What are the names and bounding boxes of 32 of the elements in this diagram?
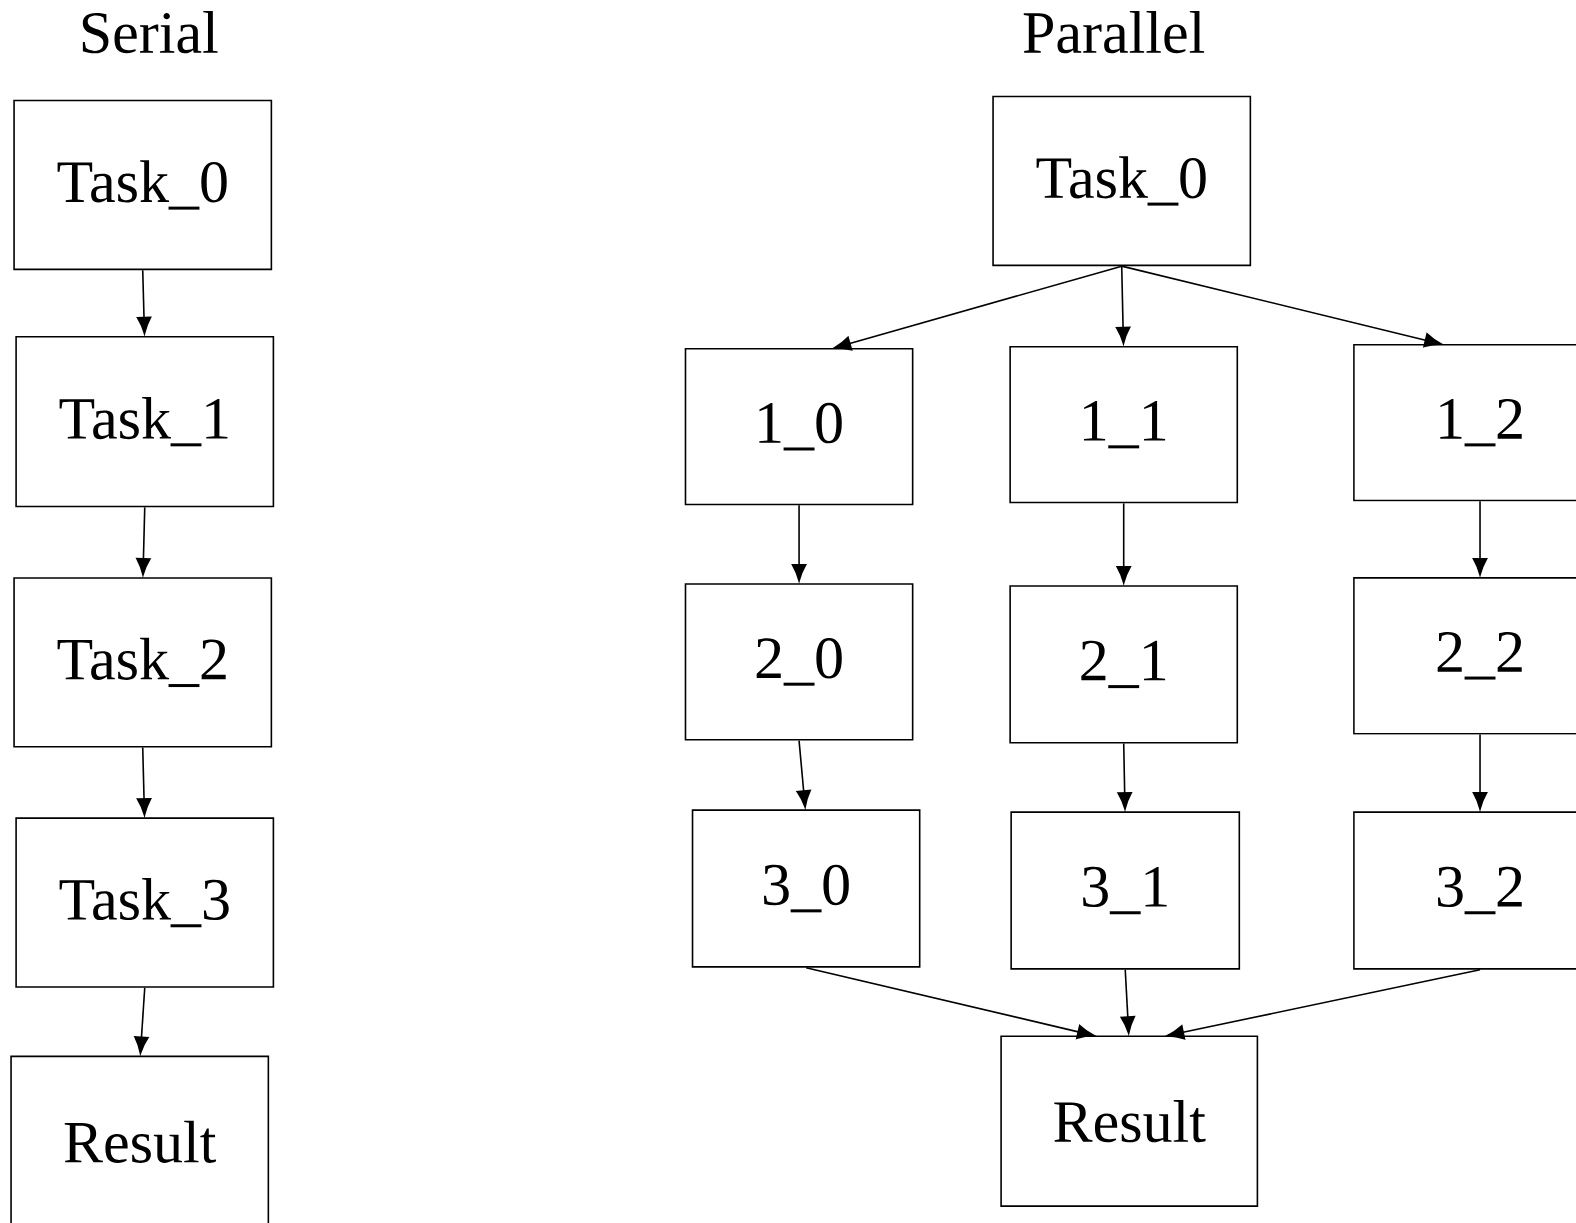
task-box: 3_0 (691, 809, 921, 968)
task-box: 1_2 (1353, 343, 1576, 502)
arrow (805, 966, 1095, 1040)
task-box: Task_0 (992, 95, 1252, 267)
task-box: 1_1 (1009, 345, 1239, 504)
arrow (136, 269, 152, 335)
task-box: Task_2 (13, 577, 273, 748)
task-box: 2_1 (1009, 585, 1239, 744)
task-box: 3_2 (1353, 811, 1576, 970)
arrow (134, 987, 149, 1055)
arrow (1472, 500, 1488, 576)
arrow (1120, 968, 1136, 1034)
arrow (796, 739, 811, 808)
arrow (1116, 502, 1132, 584)
task-box: 2_0 (684, 583, 914, 741)
arrow (833, 265, 1123, 351)
arrow (791, 504, 807, 582)
arrow (1166, 968, 1481, 1040)
task-box: 2_2 (1353, 577, 1576, 735)
arrow (1115, 265, 1131, 345)
task-box: 3_1 (1010, 811, 1241, 970)
arrow (1117, 742, 1133, 810)
task-box: 1_0 (684, 347, 914, 506)
arrow (136, 506, 151, 576)
arrow (1120, 265, 1442, 348)
task-box: Result (1000, 1035, 1259, 1207)
task-box: Result (10, 1055, 270, 1223)
task-box: Task_0 (13, 99, 273, 271)
task-box: Task_1 (15, 335, 275, 508)
task-box: Task_3 (15, 817, 275, 988)
arrow (1472, 733, 1488, 810)
arrow (136, 746, 152, 816)
